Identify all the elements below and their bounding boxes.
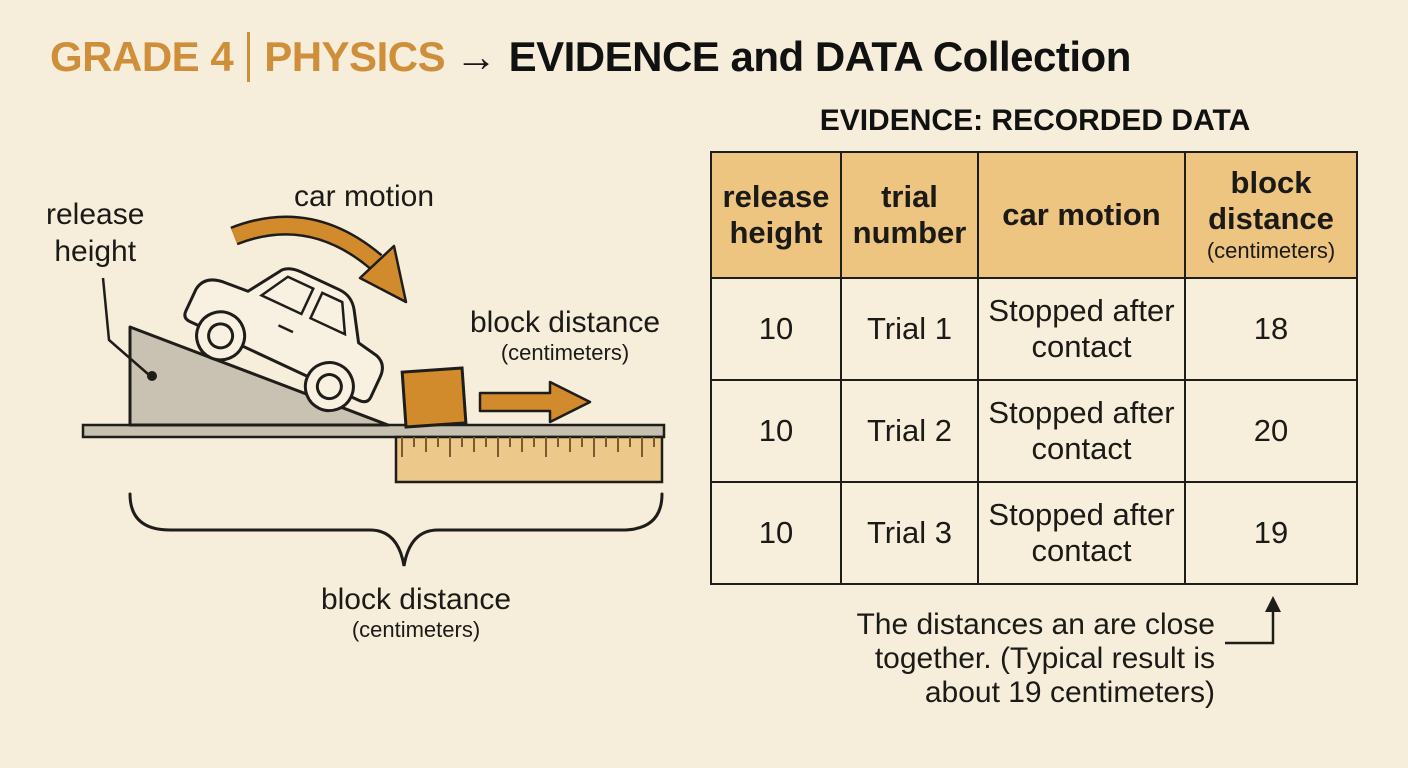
block-distance-unit: (centimeters) [500, 340, 630, 365]
motion-arrow-icon [230, 215, 408, 304]
table-header-row: release height trial number car motion b… [710, 151, 1358, 279]
header-trial-number: trial number [840, 151, 979, 279]
block-icon [400, 366, 468, 429]
cell-release-height: 10 [710, 277, 842, 381]
table-title: EVIDENCE: RECORDED DATA [819, 104, 1251, 137]
data-table: release height trial number car motion b… [710, 151, 1358, 585]
header-block-distance: block distance(centimeters) [1184, 151, 1358, 279]
experiment-diagram [81, 215, 666, 567]
cell-block-distance: 19 [1184, 481, 1358, 585]
table-row: 10 Trial 1 Stopped after contact 18 [710, 277, 1358, 381]
ruler-icon [394, 435, 664, 484]
brace-label: block distance (centimeters) [300, 583, 532, 643]
table-row: 10 Trial 3 Stopped after contact 19 [710, 481, 1358, 585]
topic-label: EVIDENCE and DATA Collection [508, 33, 1132, 80]
subject-label: PHYSICS [264, 33, 446, 80]
header-text: release height [722, 179, 830, 250]
cell-car-motion: Stopped after contact [977, 481, 1186, 585]
cell-trial-number: Trial 2 [840, 379, 979, 483]
release-height-pointer [101, 277, 149, 375]
title-divider [247, 32, 251, 82]
header-release-height: release height [710, 151, 842, 279]
push-arrow-icon [478, 380, 592, 424]
page-title: GRADE 4 PHYSICS → EVIDENCE and DATA Coll… [50, 32, 1131, 82]
grade-label: GRADE 4 [50, 33, 234, 80]
cell-block-distance: 18 [1184, 277, 1358, 381]
header-text: car motion [1002, 197, 1161, 232]
header-unit: (centimeters) [1206, 238, 1336, 263]
result-note: The distances an are close together. (Ty… [856, 608, 1215, 709]
car-icon [183, 267, 384, 413]
title-arrow-icon: → [455, 33, 497, 80]
header-text: trial number [852, 179, 967, 250]
cell-release-height: 10 [710, 379, 842, 483]
brace-label-unit: (centimeters) [351, 617, 481, 642]
cell-trial-number: Trial 3 [840, 481, 979, 585]
header-text: block distance [1208, 165, 1334, 236]
car-motion-label: car motion [294, 180, 435, 213]
table-row: 10 Trial 2 Stopped after contact 20 [710, 379, 1358, 483]
cell-block-distance: 20 [1184, 379, 1358, 483]
brace-icon [128, 492, 664, 567]
cell-release-height: 10 [710, 481, 842, 585]
block-distance-text: block distance [469, 306, 661, 339]
cell-car-motion: Stopped after contact [977, 379, 1186, 483]
block-distance-label: block distance (centimeters) [462, 306, 668, 366]
cell-trial-number: Trial 1 [840, 277, 979, 381]
release-height-label: release height [46, 198, 145, 268]
brace-label-text: block distance [320, 583, 512, 616]
ground-line [81, 423, 666, 439]
header-car-motion: car motion [977, 151, 1186, 279]
cell-car-motion: Stopped after contact [977, 277, 1186, 381]
